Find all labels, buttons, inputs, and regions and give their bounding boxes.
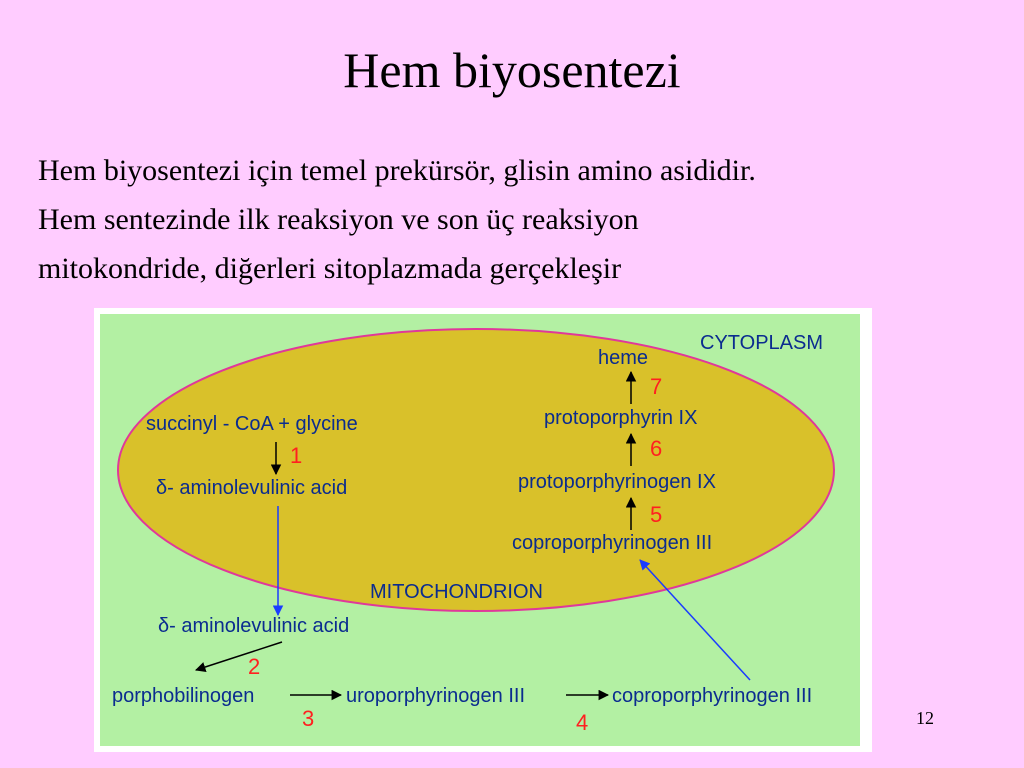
- body-line: Hem sentezinde ilk reaksiyon ve son üç r…: [38, 203, 639, 236]
- step-number: 6: [650, 436, 662, 461]
- compound-protoporphyrin-ix: protoporphyrin IX: [544, 407, 697, 429]
- compound-coproporphyrinogen-iii-cytoplasm: coproporphyrinogen III: [612, 685, 812, 707]
- slide-body-text: Hem biyosentezi için temel prekürsör, gl…: [38, 146, 1008, 293]
- body-line: Hem biyosentezi için temel prekürsör, gl…: [38, 154, 756, 187]
- page-number: 12: [916, 708, 934, 728]
- arrow-step-2: [195, 641, 283, 673]
- compound-protoporphyrinogen-ix: protoporphyrinogen IX: [518, 471, 716, 493]
- compound-porphobilinogen: porphobilinogen: [112, 685, 254, 707]
- diagram-canvas: CYTOPLASM MITOCHONDRION succinyl - CoA +…: [100, 314, 860, 746]
- compound-succinyl-coa-glycine: succinyl - CoA + glycine: [146, 413, 358, 435]
- body-line: mitokondride, diğerleri sitoplazmada ger…: [38, 252, 622, 285]
- cytoplasm-label: CYTOPLASM: [700, 332, 823, 354]
- step-number: 3: [302, 706, 314, 731]
- arrow-coproporphyrinogen-transport: [639, 559, 751, 681]
- compound-heme: heme: [598, 347, 648, 369]
- step-number: 2: [248, 654, 260, 679]
- mitochondrion-region: [117, 328, 835, 612]
- step-number: 1: [290, 443, 302, 468]
- compound-uroporphyrinogen-iii: uroporphyrinogen III: [346, 685, 525, 707]
- heme-pathway-diagram: CYTOPLASM MITOCHONDRION succinyl - CoA +…: [94, 308, 872, 752]
- slide-title: Hem biyosentezi: [343, 42, 681, 98]
- mitochondrion-label: MITOCHONDRION: [370, 581, 543, 603]
- step-number: 5: [650, 502, 662, 527]
- step-number: 7: [650, 374, 662, 399]
- compound-coproporphyrinogen-iii-mitochondrion: coproporphyrinogen III: [512, 532, 712, 554]
- compound-ala-cytoplasm: δ- aminolevulinic acid: [158, 615, 349, 637]
- step-number: 4: [576, 710, 588, 735]
- compound-ala-mitochondrion: δ- aminolevulinic acid: [156, 477, 347, 499]
